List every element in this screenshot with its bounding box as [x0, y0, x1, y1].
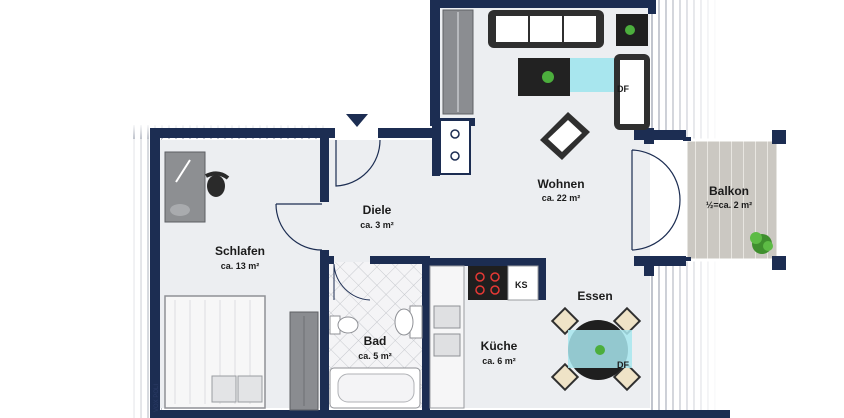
bathtub	[329, 367, 421, 409]
desk-chair	[205, 171, 230, 197]
room-area-bad: ca. 5 m²	[358, 351, 392, 361]
window-glass-top	[570, 58, 618, 92]
tall-cabinet	[442, 9, 474, 115]
wardrobe	[289, 311, 319, 411]
room-area-balkon: ½=ca. 2 m²	[706, 200, 752, 210]
armchair	[540, 112, 590, 160]
desk	[164, 151, 206, 223]
room-name-bad: Bad	[364, 334, 387, 348]
dining-set	[550, 306, 642, 392]
walls	[150, 0, 730, 418]
cooktop	[468, 266, 508, 300]
kitchen-counter	[429, 265, 465, 409]
toilet	[329, 315, 359, 335]
df-label-bottom: DF	[617, 360, 629, 370]
room-name-kueche: Küche	[481, 339, 518, 353]
room-name-schlafen: Schlafen	[215, 244, 265, 258]
room-area-schlafen: ca. 13 m²	[221, 261, 260, 271]
plant-icon	[750, 232, 773, 254]
doors	[275, 139, 681, 301]
watermark: VOX POLI	[154, 384, 160, 412]
stove	[439, 119, 471, 175]
side-table	[616, 14, 648, 46]
sofa	[488, 10, 604, 48]
washbasin	[394, 305, 423, 339]
fridge-box	[507, 265, 539, 301]
roof-slope-right	[650, 0, 716, 418]
df-label-top: DF	[617, 84, 629, 94]
coffee-table	[518, 58, 570, 96]
room-area-diele: ca. 3 m²	[360, 220, 394, 230]
room-name-essen: Essen	[577, 289, 612, 303]
room-area-kueche: ca. 6 m²	[482, 356, 516, 366]
bed	[164, 295, 266, 409]
room-name-balkon: Balkon	[709, 184, 749, 198]
armchair-right	[614, 54, 650, 130]
ks-label: KS	[515, 280, 528, 290]
room-area-wohnen: ca. 22 m²	[542, 193, 581, 203]
room-name-diele: Diele	[363, 203, 392, 217]
entrance-arrow-icon	[346, 114, 368, 127]
room-name-wohnen: Wohnen	[537, 177, 584, 191]
